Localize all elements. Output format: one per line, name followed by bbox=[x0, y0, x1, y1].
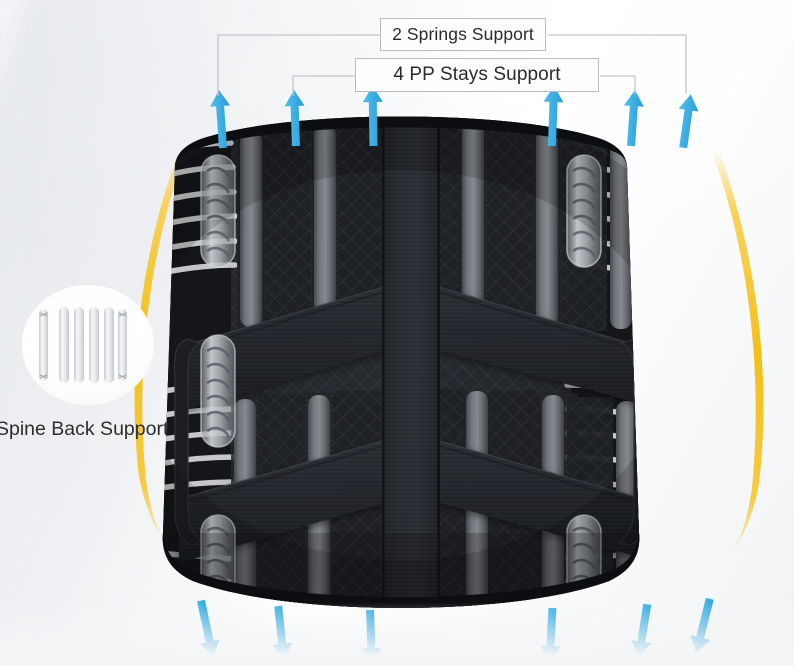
callout-label-stays-text: 4 PP Stays Support bbox=[393, 64, 561, 85]
accent-curve-right bbox=[700, 150, 790, 560]
bubble-spring-left bbox=[39, 309, 48, 381]
callout-label-springs-text: 2 Springs Support bbox=[392, 24, 534, 44]
back-brace-product bbox=[139, 103, 663, 628]
background-bottom-fade bbox=[0, 602, 794, 666]
bubble-stays bbox=[59, 307, 114, 383]
spine-support-caption: Spine Back Support bbox=[0, 418, 171, 441]
spine-support-caption-text: Spine Back Support bbox=[0, 418, 169, 440]
bubble-spring-right bbox=[118, 309, 127, 381]
callout-label-springs[interactable]: 2 Springs Support bbox=[380, 18, 546, 51]
spine-support-callout-bubble bbox=[12, 283, 164, 415]
callout-label-stays[interactable]: 4 PP Stays Support bbox=[355, 58, 599, 92]
arrow-up-6 bbox=[672, 93, 701, 150]
